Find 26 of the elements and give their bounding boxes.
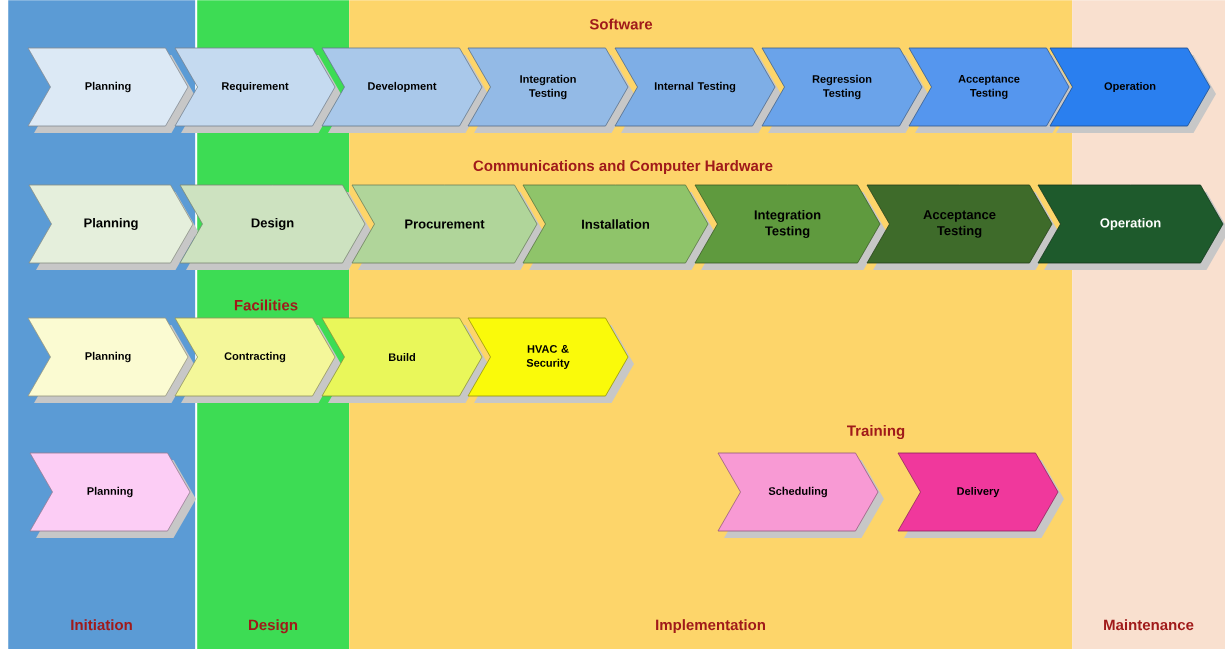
process-step: Internal Testing bbox=[614, 47, 781, 133]
row-heading: Training bbox=[847, 425, 905, 440]
process-step: Scheduling bbox=[717, 452, 884, 538]
process-step: Integration Testing bbox=[694, 184, 886, 270]
process-step: Planning bbox=[28, 184, 198, 270]
process-step: Planning bbox=[29, 452, 196, 538]
process-step: Regression Testing bbox=[761, 47, 928, 133]
process-step: Operation bbox=[1049, 47, 1216, 133]
process-step: Operation bbox=[1037, 184, 1225, 270]
process-step: Acceptance Testing bbox=[866, 184, 1058, 270]
row-heading: Software bbox=[589, 18, 653, 30]
process-step: Contracting bbox=[174, 317, 341, 403]
row-heading: Facilities bbox=[234, 299, 298, 311]
process-step: Procurement bbox=[351, 184, 543, 270]
process-step: Acceptance Testing bbox=[908, 47, 1075, 133]
process-step: Installation bbox=[522, 184, 714, 270]
process-step: Development bbox=[321, 47, 488, 133]
process-step: Build bbox=[321, 317, 488, 403]
process-step: HVAC & Security bbox=[467, 317, 634, 403]
process-step: Requirement bbox=[174, 47, 341, 133]
process-step: Delivery bbox=[897, 452, 1064, 538]
process-step: Integration Testing bbox=[467, 47, 634, 133]
process-step: Planning bbox=[27, 47, 194, 133]
process-step: Design bbox=[179, 184, 371, 270]
process-step: Planning bbox=[27, 317, 194, 403]
row-heading: Communications and Computer Hardware bbox=[473, 160, 773, 174]
